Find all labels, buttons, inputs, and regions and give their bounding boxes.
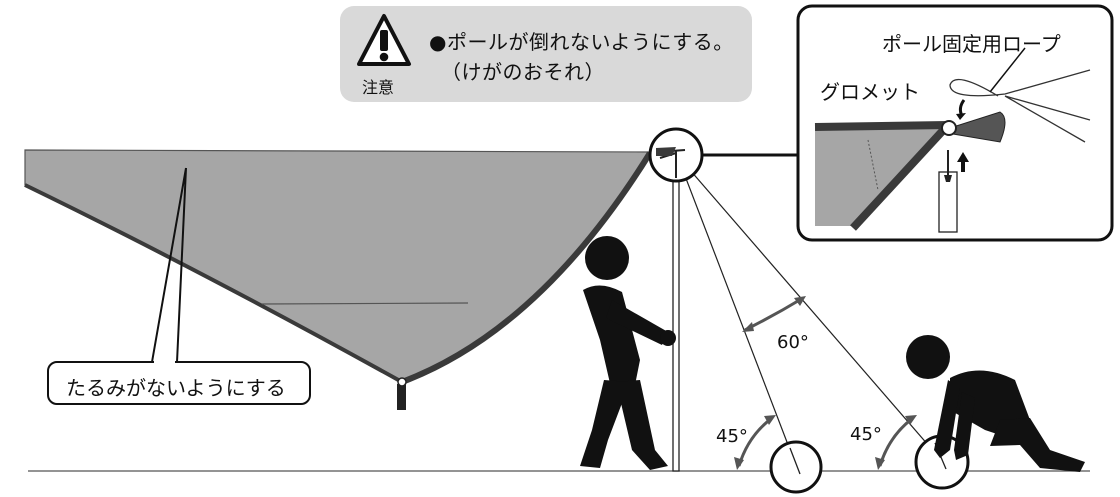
tarp-corner-grommet: [397, 377, 407, 387]
angle-arrow-60-a: [742, 322, 754, 332]
tarp-edge-left: [24, 183, 403, 384]
callout-tarp-seam: [867, 139, 879, 191]
kneeling-person-figure: [906, 335, 1085, 472]
tarp-label-box: [47, 361, 311, 405]
angle-arrow-60-b: [794, 296, 806, 306]
angle-arrow-45-right-a: [875, 457, 885, 470]
pole-rope-label: ポール固定用ロープ: [882, 32, 1061, 56]
callout-up-arrow-icon: [957, 152, 969, 172]
tarp-edge-right: [400, 151, 653, 385]
pole-top-tarp-corner: [656, 147, 676, 156]
pole: [672, 161, 680, 472]
guy-rope-right: [676, 154, 943, 462]
grommet-label: グロメット: [820, 80, 920, 104]
walking-person-figure: [580, 236, 676, 470]
caution-line-1: ●ポールが倒れないようにする。: [429, 30, 734, 54]
tarp-slack-label: たるみがないようにする: [66, 376, 286, 400]
angle-label-45-right: 45°: [850, 424, 882, 445]
angle-arrow-45-left-a: [734, 457, 744, 470]
caution-word: 注意: [362, 78, 395, 97]
angle-arc-60: [744, 296, 804, 332]
callout-tarp-sheet: [815, 124, 945, 226]
angle-arrow-45-right-b: [905, 415, 917, 425]
caution-line-2: （けがのおそれ）: [441, 60, 605, 84]
caution-box: [340, 6, 752, 102]
angle-arrow-45-left-b: [764, 415, 776, 425]
tarp-label-leader: [151, 167, 187, 363]
callout-rope-loop: [949, 111, 1006, 143]
stake-circle-left: [769, 440, 823, 494]
callout-tarp-top-edge: [814, 121, 949, 131]
angle-label-45-left: 45°: [716, 426, 748, 447]
callout-pole-tip-cap: [944, 175, 952, 182]
angle-arc-45-right: [878, 416, 914, 467]
tarp-seam: [261, 302, 469, 305]
rope-label-leader: [989, 47, 1026, 93]
angle-label-60: 60°: [777, 332, 809, 353]
callout-down-arrow-head: [956, 113, 966, 120]
tarp-corner-peg: [397, 384, 406, 410]
callout-grommet: [941, 120, 957, 136]
stake-left: [789, 447, 801, 475]
callout-tarp-side-edge: [850, 122, 951, 231]
guy-rope-left: [676, 154, 796, 464]
warning-triangle-icon: [357, 14, 411, 66]
callout-rope: [949, 69, 1091, 143]
